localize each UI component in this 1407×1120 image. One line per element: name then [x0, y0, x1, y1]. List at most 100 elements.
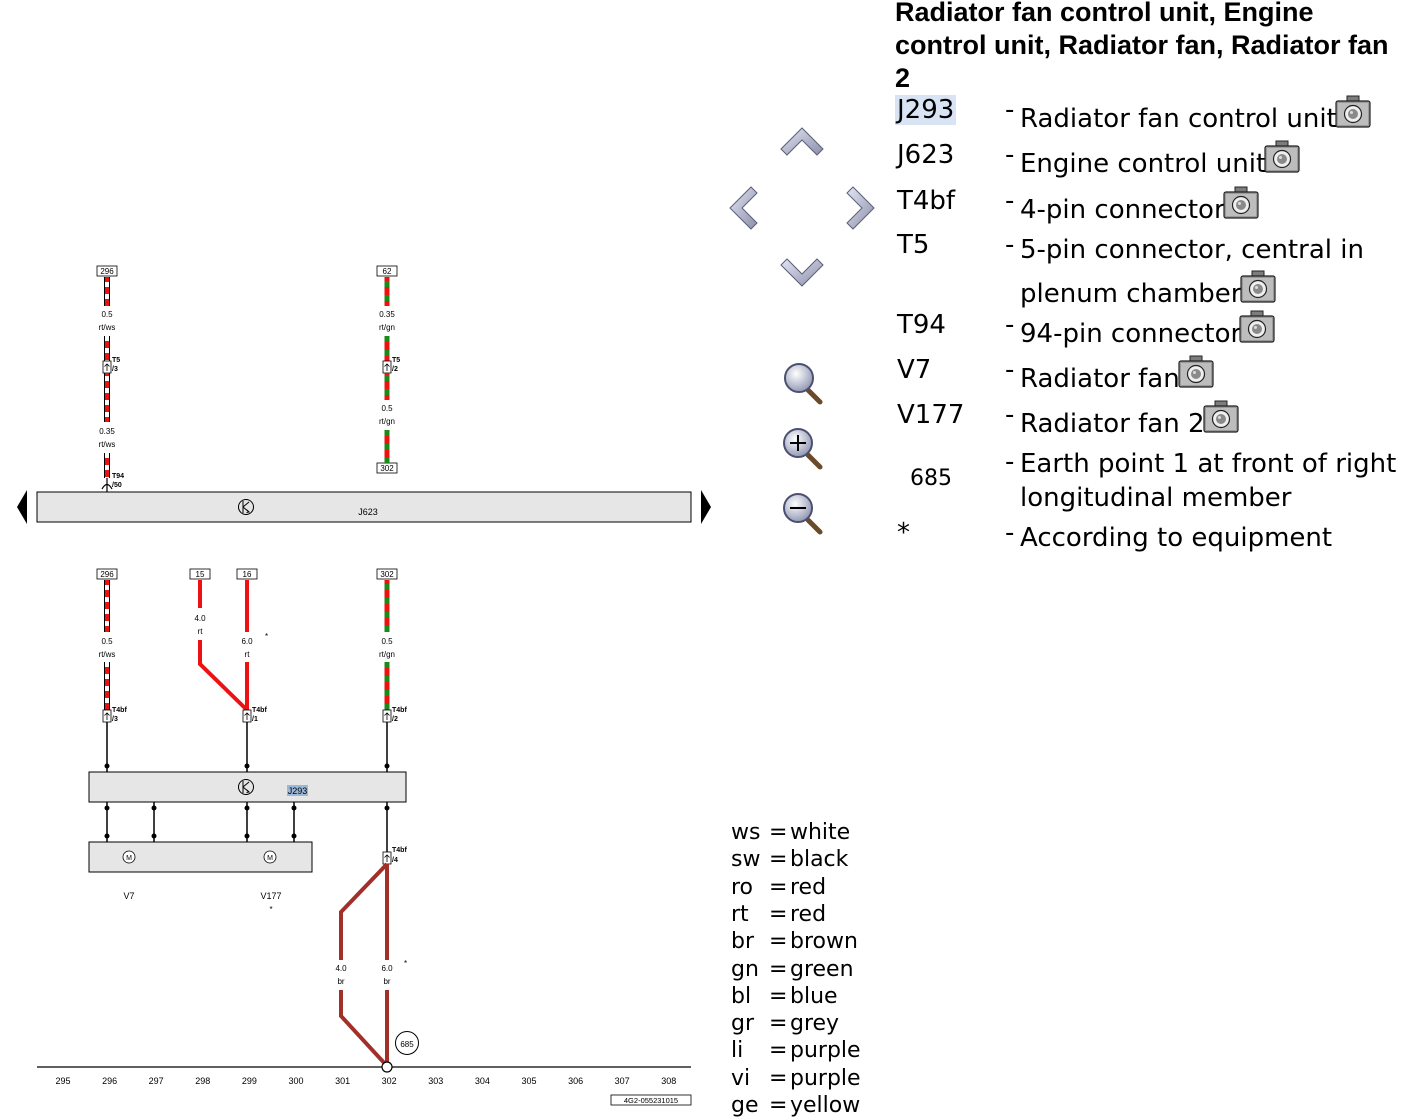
dash-separator: - — [1005, 230, 1015, 260]
color-name: red — [790, 874, 827, 900]
terminal-box: 16 — [236, 568, 258, 580]
wire-size-label: 0.5 — [381, 637, 393, 646]
color-name: yellow — [790, 1093, 861, 1118]
component-code[interactable]: T4bf — [897, 186, 956, 216]
svg-text:T94: T94 — [112, 473, 124, 480]
wire-br — [339, 862, 389, 960]
component-code[interactable]: V7 — [897, 355, 932, 385]
component-description: Earth point 1 at front of right longitud… — [1020, 449, 1397, 513]
terminal-box: 296 — [96, 568, 118, 580]
equals-sign: = — [769, 983, 788, 1009]
track-number: 296 — [102, 1076, 117, 1086]
arrow-up-icon[interactable] — [780, 127, 824, 156]
equals-sign: = — [769, 1011, 788, 1037]
svg-text:M: M — [126, 855, 132, 862]
svg-text:/2: /2 — [392, 366, 398, 373]
wire-size-label: 4.0 — [194, 614, 206, 623]
color-name: brown — [790, 929, 858, 955]
track-number: 298 — [195, 1076, 210, 1086]
component-code[interactable]: T94 — [897, 310, 946, 340]
component-code[interactable]: * — [897, 518, 910, 548]
color-name: purple — [790, 1038, 861, 1064]
camera-icon[interactable] — [1264, 140, 1300, 186]
camera-icon[interactable] — [1239, 310, 1275, 356]
svg-text:296: 296 — [100, 570, 114, 579]
color-abbreviation: vi — [731, 1065, 751, 1091]
color-name: black — [790, 847, 849, 873]
wire-size-label: 4.0 — [335, 964, 347, 973]
color-abbreviation: li — [731, 1038, 744, 1064]
magnifier-icon[interactable] — [784, 363, 823, 405]
component-code[interactable]: J623 — [897, 140, 955, 170]
track-number: 303 — [428, 1076, 443, 1086]
color-abbreviation: ro — [731, 874, 754, 900]
svg-text:M: M — [267, 855, 273, 862]
arrow-down-icon[interactable] — [780, 258, 824, 287]
scroll-left-arrow[interactable] — [17, 490, 27, 524]
component-code[interactable]: J293 — [895, 95, 957, 125]
equals-sign: = — [769, 901, 788, 927]
wire-color-label: rt/gn — [379, 323, 395, 332]
color-name: white — [790, 820, 851, 845]
control-unit-j623[interactable]: J623 — [36, 491, 692, 523]
zoom-out-icon[interactable] — [783, 493, 823, 535]
track-number: 302 — [382, 1076, 397, 1086]
color-abbreviation: bl — [731, 983, 752, 1009]
svg-text:/50: /50 — [112, 482, 122, 489]
component-code[interactable]: T5 — [897, 230, 930, 260]
svg-text:/1: /1 — [252, 716, 258, 723]
wire-size-label: 0.5 — [381, 404, 393, 413]
selection-highlight — [287, 785, 308, 796]
component-label-j293: J293 — [288, 786, 308, 796]
control-unit-j293[interactable]: J293 — [88, 771, 407, 803]
scroll-right-arrow[interactable] — [701, 490, 711, 524]
motor-icon: M — [263, 850, 277, 864]
arrow-left-icon[interactable] — [729, 186, 758, 230]
color-name: blue — [790, 983, 838, 1009]
component-code[interactable]: 685 — [910, 466, 952, 491]
camera-icon[interactable] — [1335, 95, 1371, 141]
wire-color-label: rt/ws — [99, 650, 116, 659]
wire-rt — [198, 640, 249, 712]
camera-icon[interactable] — [1178, 355, 1214, 401]
equals-sign: = — [769, 956, 788, 982]
wire-color-label: rt/ws — [99, 440, 116, 449]
dash-separator: - — [1005, 95, 1015, 125]
arrow-right-icon[interactable] — [846, 186, 875, 230]
equals-sign: = — [769, 820, 788, 845]
wire-size-label: 0.35 — [99, 427, 115, 436]
junction-dots — [104, 763, 390, 769]
track-number: 305 — [521, 1076, 536, 1086]
svg-text:/4: /4 — [392, 857, 398, 864]
equals-sign: = — [769, 874, 788, 900]
svg-text:685: 685 — [400, 1040, 414, 1049]
color-abbreviation: ge — [731, 1093, 759, 1118]
wire-size-label: 0.5 — [101, 637, 113, 646]
earth-point-685[interactable]: 685 — [395, 1031, 419, 1055]
track-number: 301 — [335, 1076, 350, 1086]
wire-color-label: rt/gn — [379, 417, 395, 426]
svg-text:4G2-055231015: 4G2-055231015 — [624, 1096, 678, 1105]
motor-icon: M — [122, 850, 136, 864]
svg-text:T5: T5 — [392, 357, 400, 364]
component-description: Engine control unit — [1020, 149, 1267, 179]
component-code[interactable]: V177 — [897, 400, 965, 430]
wire-color-label: rt — [245, 650, 251, 659]
camera-icon[interactable] — [1239, 270, 1276, 316]
wire-size-label: 0.35 — [379, 310, 395, 319]
terminal-box: 302 — [376, 462, 398, 474]
camera-icon[interactable] — [1202, 400, 1239, 446]
component-description: 94-pin connector — [1020, 319, 1242, 349]
zoom-in-icon[interactable] — [783, 428, 823, 470]
color-abbreviation: ws — [731, 820, 761, 845]
bottom-circuit: 296 15 16 302 0.5 rt/ws — [96, 568, 407, 772]
terminal-box: 15 — [189, 568, 211, 580]
svg-text:302: 302 — [380, 464, 394, 473]
track-number: 308 — [661, 1076, 676, 1086]
color-name: grey — [790, 1011, 840, 1037]
wire-br — [339, 990, 389, 1068]
fan-box[interactable]: M M — [88, 841, 313, 873]
connector-t4bf-pin: T4bf /2 — [382, 707, 407, 723]
component-description: Radiator fan 2 — [1020, 409, 1205, 439]
camera-icon[interactable] — [1223, 186, 1259, 232]
